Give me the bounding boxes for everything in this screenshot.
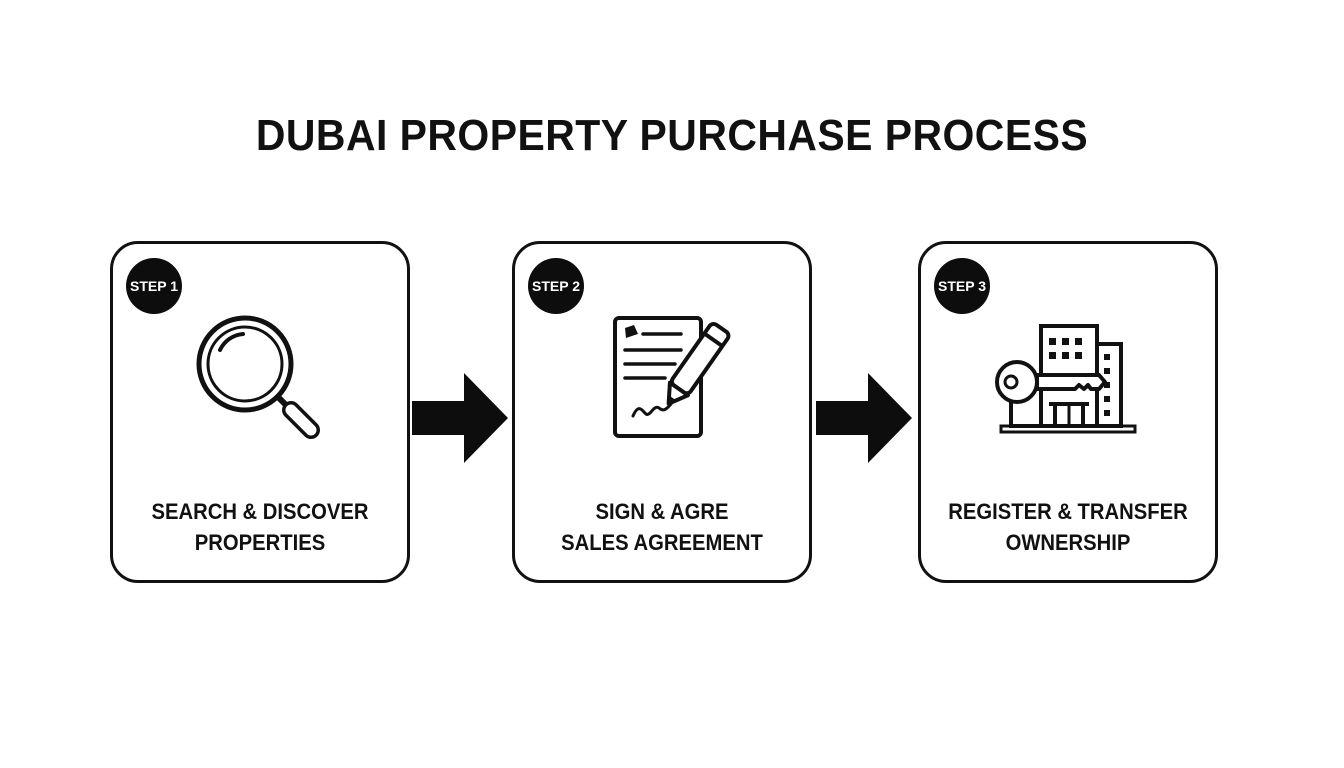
step-1-label: SEARCH & DISCOVER PROPERTIES [151,499,369,555]
arrow-right-icon [816,373,912,463]
step-1-card: STEP 1 SEARCH & DISCOVER PROPERTIES [110,241,410,583]
building-key-icon [995,324,1137,434]
step-3-label: REGISTER & TRANSFER OWNERSHIP [948,499,1188,555]
step-2-label: SIGN & AGRE SALES AGREEMENT [561,499,763,555]
magnifying-glass-icon [196,315,320,439]
arrow-right-icon [412,373,508,463]
step-3-card: STEP 3 REGISTER & TRANSFER OWNERSHIP [918,241,1218,583]
step-2-card: STEP 2 SIGN & AGRE SALES AGREEMENT [512,241,812,583]
document-pen-icon [613,316,731,438]
step-2-badge: STEP 2 [528,258,584,314]
diagram-title: DUBAI PROPERTY PURCHASE PROCESS [255,111,1089,160]
step-1-badge: STEP 1 [126,258,182,314]
step-3-badge: STEP 3 [934,258,990,314]
